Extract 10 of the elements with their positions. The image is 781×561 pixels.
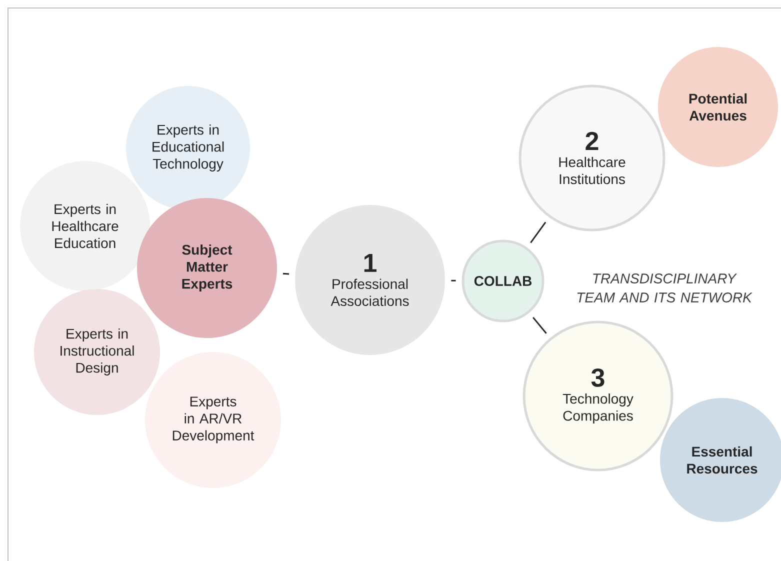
- caption-text: TRANSDISCIPLINARY TEAM AND ITS NETWORK: [577, 274, 752, 302]
- circle-node: Experts in AR/VR Development: [145, 352, 281, 488]
- connector-line: [282, 272, 290, 275]
- circle-node: Experts in Healthcare Education: [20, 161, 150, 291]
- connector-line: [530, 222, 546, 244]
- connector-line: [532, 316, 547, 334]
- circle-node: Experts in Instructional Design: [34, 289, 160, 415]
- circle-node: Experts in Educational Technology: [126, 86, 250, 210]
- connector-line: [451, 280, 456, 282]
- circle-node: Potential Avenues: [658, 47, 778, 167]
